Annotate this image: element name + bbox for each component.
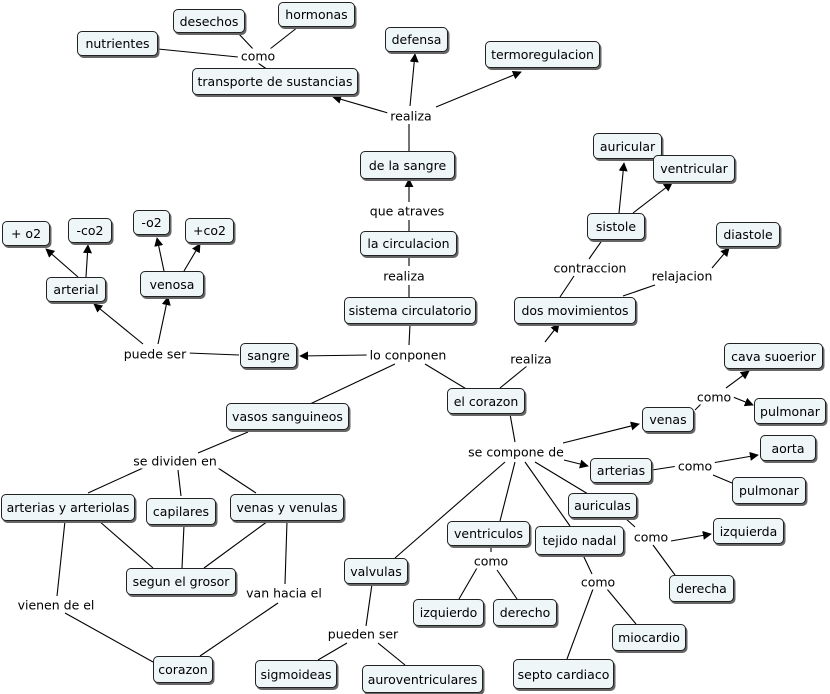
link-van-hacia-el: van hacia el [243,585,325,601]
concept-transporte-de-sustancias[interactable]: transporte de sustancias [192,68,358,95]
link-como-arterias: como [674,458,716,474]
concept-arterial[interactable]: arterial [46,277,106,302]
concept-venas-y-venulas[interactable]: venas y venulas [230,494,344,521]
concept-sangre[interactable]: sangre [240,343,297,368]
concept-dos-movimientos[interactable]: dos movimientos [514,297,636,324]
concept-auriculas[interactable]: auriculas [568,493,637,518]
link-lo-conponen: lo conponen [366,347,450,363]
link-como-tejido: como [577,574,619,590]
concept-sistole[interactable]: sistole [587,213,645,240]
concept-hormonas[interactable]: hormonas [278,2,355,27]
link-realiza-funciones: realiza [387,108,435,124]
concept-derecha[interactable]: derecha [669,575,734,602]
concept-venas[interactable]: venas [642,407,694,432]
concept-tejido-nadal[interactable]: tejido nadal [535,526,624,555]
link-contraccion: contraccion [550,260,630,276]
concept-ventriculos[interactable]: ventriculos [447,521,530,546]
link-vienen-de-el: vienen de el [14,597,98,613]
concept-capilares[interactable]: capilares [146,498,216,525]
concept-desechos[interactable]: desechos [173,9,245,33]
concept-termoregulacion[interactable]: termoregulacion [485,41,600,68]
concept-ventricular[interactable]: ventricular [653,155,735,182]
link-pueden-ser: pueden ser [324,626,402,642]
concept-menos-co2[interactable]: -co2 [68,218,112,243]
concept-pulmonar-arterias[interactable]: pulmonar [732,477,806,504]
concept-pulmonar-venas[interactable]: pulmonar [754,398,826,424]
concept-mas-co2[interactable]: +co2 [185,218,234,243]
concept-menos-o2[interactable]: -o2 [133,210,170,235]
concept-septo-cardiaco[interactable]: septo cardiaco [513,659,614,689]
concept-defensa[interactable]: defensa [385,27,448,52]
link-puede-ser: puede ser [120,346,190,362]
concept-corazon[interactable]: corazon [153,656,213,683]
link-como-transporte: como [237,48,279,64]
concept-izquierdo[interactable]: izquierdo [413,599,484,626]
concept-miocardio[interactable]: miocardio [612,624,686,651]
concept-segun-el-grosor[interactable]: segun el grosor [126,568,236,595]
link-como-auriculas: como [630,529,672,545]
concept-arterias-y-arteriolas[interactable]: arterias y arteriolas [1,494,135,521]
link-relajacion: relajacion [648,268,716,284]
concept-cava-superior[interactable]: cava suoerior [724,343,823,369]
concept-de-la-sangre[interactable]: de la sangre [360,151,455,179]
concept-auroventriculares[interactable]: auroventriculares [362,665,483,693]
concept-nutrientes[interactable]: nutrientes [77,31,158,56]
concept-sistema-circulatorio[interactable]: sistema circulatorio [344,297,476,324]
concept-mas-o2[interactable]: + o2 [2,221,50,246]
concept-el-corazon[interactable]: el corazon [447,388,525,414]
concept-arterias[interactable]: arterias [590,458,652,483]
concept-izquierda[interactable]: izquierda [713,518,784,544]
concept-derecho[interactable]: derecho [493,599,557,626]
concept-aorta[interactable]: aorta [760,435,816,461]
concept-auricular[interactable]: auricular [593,133,662,159]
concept-venosa[interactable]: venosa [140,271,204,297]
link-como-venas: como [693,389,735,405]
link-realiza-circulacion: realiza [380,268,428,284]
link-se-compone-de: se compone de [465,444,567,460]
link-como-ventriculos: como [470,553,512,569]
link-que-atraves: que atraves [366,203,448,219]
concept-la-circulacion[interactable]: la circulacion [360,231,457,256]
link-se-dividen-en: se dividen en [130,453,220,469]
concept-sigmoideas[interactable]: sigmoideas [255,660,337,688]
link-realiza-corazon: realiza [507,351,555,367]
concept-diastole[interactable]: diastole [716,222,780,247]
concept-valvulas[interactable]: valvulas [344,558,408,584]
concept-vasos-sanguineos[interactable]: vasos sanguineos [226,403,349,430]
